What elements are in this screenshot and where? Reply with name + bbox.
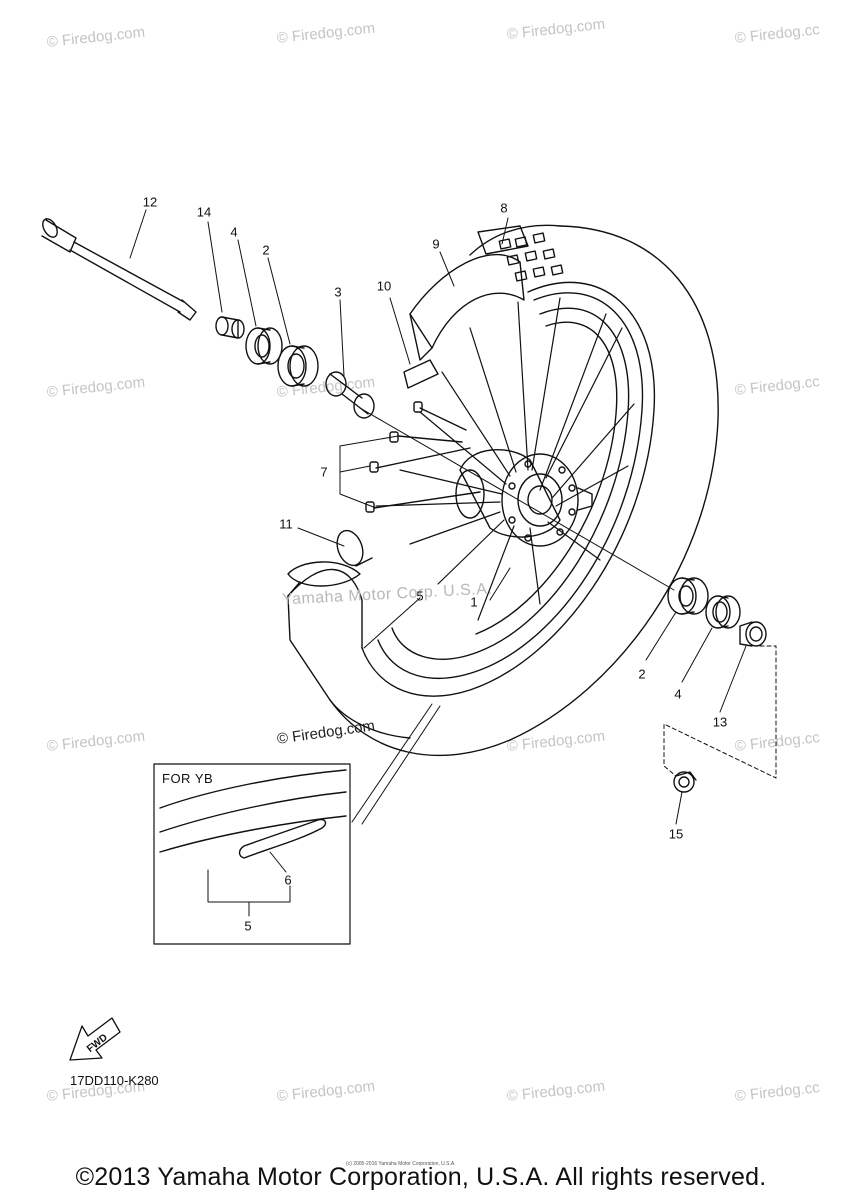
callout-2-right[interactable]: 2 bbox=[638, 666, 646, 682]
rim bbox=[377, 292, 644, 679]
callout-2[interactable]: 2 bbox=[262, 242, 270, 258]
leader-lines bbox=[129, 209, 777, 825]
copyright-notice: ©2013 Yamaha Motor Corporation, U.S.A. A… bbox=[75, 1163, 767, 1191]
callout-14[interactable]: 14 bbox=[196, 204, 212, 220]
bearing-2a bbox=[277, 345, 319, 387]
callout-13[interactable]: 13 bbox=[712, 714, 728, 730]
bearing-2b bbox=[667, 577, 709, 615]
tire bbox=[287, 224, 719, 757]
collar-15 bbox=[673, 771, 697, 793]
callout-7[interactable]: 7 bbox=[320, 464, 328, 480]
callout-4-right[interactable]: 4 bbox=[674, 686, 682, 702]
callout-6[interactable]: 6 bbox=[284, 872, 292, 888]
tube-valve-11 bbox=[287, 529, 373, 587]
axle-12 bbox=[41, 218, 197, 321]
spacer-3 bbox=[325, 371, 375, 419]
inset-box bbox=[153, 763, 351, 945]
callout-1[interactable]: 1 bbox=[470, 594, 478, 610]
callout-4[interactable]: 4 bbox=[230, 224, 238, 240]
spoke-nipples-7 bbox=[365, 401, 481, 513]
rim-protector-10 bbox=[403, 359, 439, 389]
callout-15[interactable]: 15 bbox=[668, 826, 684, 842]
callout-5[interactable]: 5 bbox=[416, 588, 424, 604]
oil-seal-4a bbox=[245, 327, 283, 365]
callout-12[interactable]: 12 bbox=[142, 194, 158, 210]
figure-code: 17DD110-K280 bbox=[70, 1073, 159, 1088]
oil-seal-4b bbox=[705, 595, 741, 629]
callout-11[interactable]: 11 bbox=[279, 516, 293, 532]
fwd-arrow bbox=[69, 1017, 121, 1061]
spokes bbox=[375, 297, 635, 621]
rim-locks-8 bbox=[498, 232, 564, 282]
fine-print: (c) 2005-2016 Yamaha Motor Corporation, … bbox=[346, 1161, 456, 1167]
center-axis-line bbox=[359, 407, 675, 591]
collar-14 bbox=[215, 316, 245, 339]
collar-13 bbox=[739, 621, 767, 647]
callout-9[interactable]: 9 bbox=[432, 236, 440, 252]
callout-8[interactable]: 8 bbox=[500, 200, 508, 216]
callout-10[interactable]: 10 bbox=[376, 278, 392, 294]
callout-5-inset[interactable]: 5 bbox=[244, 918, 252, 934]
callout-3[interactable]: 3 bbox=[334, 284, 342, 300]
inset-title: FOR YB bbox=[162, 771, 214, 786]
